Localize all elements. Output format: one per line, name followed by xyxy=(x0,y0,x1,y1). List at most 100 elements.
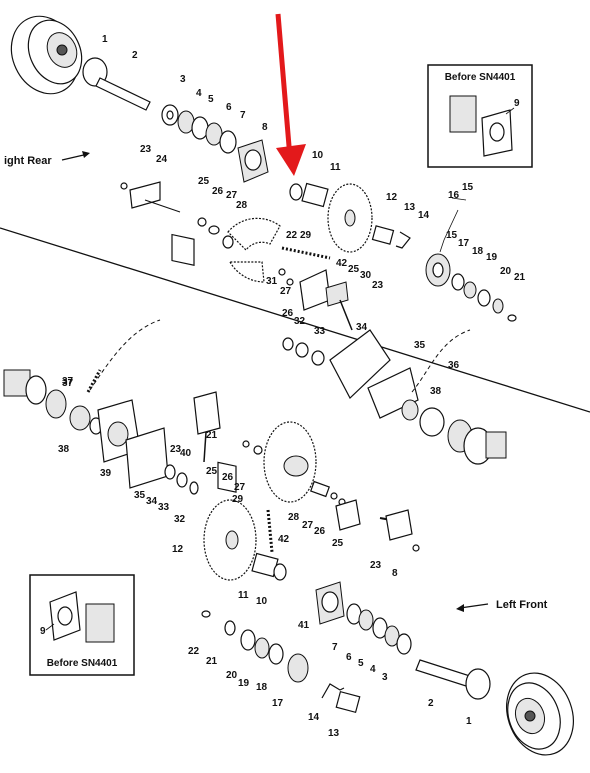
callout-number: 42 xyxy=(336,258,348,269)
plate-30 xyxy=(299,269,331,311)
axle-shaft-top xyxy=(82,57,151,111)
svg-text:Before SN4401: Before SN4401 xyxy=(47,658,118,669)
key-14-top xyxy=(395,231,411,249)
callout-number: 11 xyxy=(330,162,341,173)
callout-number: 16 xyxy=(448,190,460,201)
callout-number: 18 xyxy=(472,246,484,257)
svg-text:Before SN4401: Before SN4401 xyxy=(445,72,516,83)
bearing-housing-17 xyxy=(425,253,451,287)
callout-number: 12 xyxy=(386,192,398,203)
callout-number: 15 xyxy=(446,230,458,241)
callout-number: 35 xyxy=(414,340,426,351)
callout-number: 32 xyxy=(294,316,306,327)
callout-number: 23 xyxy=(140,144,152,155)
callout-number: 25 xyxy=(348,264,360,275)
callout-number: 41 xyxy=(298,620,310,631)
pin-31 xyxy=(339,299,353,331)
axle-shaft-bottom xyxy=(415,659,491,700)
callout-number: 28 xyxy=(236,200,248,211)
callout-number: 26 xyxy=(282,308,294,319)
callout-number: 27 xyxy=(234,482,246,493)
callout-number: 8 xyxy=(262,122,268,133)
hub-38-bottom xyxy=(69,405,103,435)
callout-number: 24 xyxy=(156,154,168,165)
callout-number: 31 xyxy=(266,276,278,287)
arrow-left-front xyxy=(459,603,489,609)
idler-sprocket-29 xyxy=(227,217,281,283)
callout-number: 37 xyxy=(62,378,74,389)
callout-number: 12 xyxy=(172,544,184,555)
label-right-rear: ight Rear xyxy=(4,155,52,167)
bearing-stack-bottom xyxy=(346,603,412,655)
callout-number: 13 xyxy=(328,728,340,739)
callout-number: 30 xyxy=(360,270,372,281)
chain-37-links-bottom xyxy=(86,369,102,393)
inset-top-housing xyxy=(449,95,477,133)
callout-number: 8 xyxy=(392,568,398,579)
key-14-bottom xyxy=(321,683,345,699)
chain-42-bottom xyxy=(266,509,274,553)
callout-number: 19 xyxy=(238,678,250,689)
bearing-stack-18-22 xyxy=(451,273,517,322)
callout-number: 4 xyxy=(196,88,202,99)
callout-number: 38 xyxy=(430,386,442,397)
callout-number: 34 xyxy=(146,496,158,507)
callout-number: 28 xyxy=(288,512,300,523)
wheel-rim-top xyxy=(10,15,83,95)
callout-number: 5 xyxy=(208,94,214,105)
nut-27-bottom-b xyxy=(330,492,338,500)
callout-number: 1 xyxy=(102,34,108,45)
washer-10-top xyxy=(289,183,303,201)
block-31 xyxy=(325,281,349,307)
bushing-28 xyxy=(310,480,330,498)
callout-number: 33 xyxy=(158,502,170,513)
sprocket-12-bottom xyxy=(203,499,257,581)
callout-number: 27 xyxy=(280,286,292,297)
callout-number: 23 xyxy=(170,444,182,455)
callout-number: 1 xyxy=(466,716,472,727)
bushing-11-top xyxy=(301,182,329,208)
callout-number: 5 xyxy=(358,658,364,669)
sprocket-29-bottom xyxy=(263,421,317,503)
gear-box-left xyxy=(3,369,67,419)
washers-32-34-top xyxy=(282,337,325,366)
bearing-housing-bottom xyxy=(315,581,345,625)
callout-number: 23 xyxy=(370,560,382,571)
svg-text:9: 9 xyxy=(40,626,46,637)
chain-42-top xyxy=(281,246,331,260)
callout-number: 3 xyxy=(382,672,388,683)
callout-number: 29 xyxy=(300,230,312,241)
block-40 xyxy=(193,391,221,435)
callout-number: 29 xyxy=(232,494,244,505)
bearing-housing-top xyxy=(237,139,269,183)
callout-number: 26 xyxy=(222,472,234,483)
callout-number: 6 xyxy=(346,652,352,663)
callout-number: 33 xyxy=(314,326,326,337)
bearing-stack-17-22-bottom xyxy=(201,610,309,683)
bearing-stack-top xyxy=(161,104,237,154)
callout-number: 17 xyxy=(458,238,470,249)
callout-number: 21 xyxy=(206,656,218,667)
inset-box-top: Before SN4401 9 xyxy=(427,64,533,168)
hub-38-top xyxy=(401,399,445,437)
callouts-lower: 3738393534333223402125262729282726251242… xyxy=(58,378,472,739)
callout-number: 40 xyxy=(180,448,192,459)
callout-number: 20 xyxy=(500,266,512,277)
washers-32-34-bottom xyxy=(164,464,199,495)
plate-35-top xyxy=(329,329,391,399)
callout-number: 34 xyxy=(356,322,368,333)
callout-number: 2 xyxy=(132,50,138,61)
callout-number: 27 xyxy=(302,520,314,531)
callout-number: 3 xyxy=(180,74,186,85)
gear-box-right xyxy=(447,419,507,465)
callout-number: 26 xyxy=(212,186,224,197)
callout-number: 35 xyxy=(134,490,146,501)
bracket-24 xyxy=(120,181,181,213)
plate-25-bottom xyxy=(217,461,237,493)
section-divider xyxy=(0,227,590,413)
callout-number: 21 xyxy=(514,272,526,283)
bracket-41 xyxy=(379,509,420,552)
callout-number: 10 xyxy=(312,150,324,161)
callout-number: 26 xyxy=(314,526,326,537)
